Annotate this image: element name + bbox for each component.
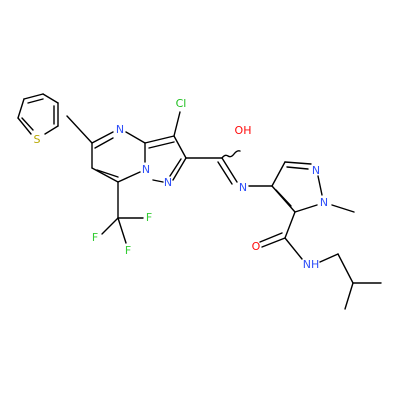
atom-label-carbonyl-oxygen: O xyxy=(252,240,261,253)
bond xyxy=(284,211,296,239)
bond xyxy=(94,137,114,149)
atom-label-ring-nitrogen-2: N xyxy=(312,164,320,177)
bond xyxy=(125,131,146,144)
atom-label-fluorine: F xyxy=(92,231,98,244)
atom-label-fluorine: F xyxy=(146,211,152,224)
bond xyxy=(217,161,233,185)
bond xyxy=(331,204,355,213)
atom-label-bridgehead-nitrogen: N xyxy=(142,163,150,176)
bond xyxy=(91,167,119,183)
bond xyxy=(172,157,187,181)
bond xyxy=(96,169,119,178)
atom-label-amidine-nitrogen: N xyxy=(239,181,247,194)
bond xyxy=(286,166,309,170)
bond xyxy=(294,204,318,213)
bond xyxy=(271,161,286,187)
atom-label-fluorine: F xyxy=(125,244,131,257)
atom-label-amide-nh: NH xyxy=(303,258,320,271)
bond xyxy=(173,111,181,137)
bond xyxy=(317,175,323,196)
bond xyxy=(117,217,127,244)
bond xyxy=(21,117,34,131)
bond xyxy=(344,282,354,310)
bond xyxy=(173,135,187,159)
bond xyxy=(101,217,119,235)
bond xyxy=(319,253,339,263)
bond xyxy=(27,98,44,104)
atom-label-pyrimidine-nitrogen: N xyxy=(116,123,124,136)
atom-label-sulfur: S xyxy=(34,133,41,146)
bond xyxy=(66,115,93,144)
atom-label-hydroxyl: OH xyxy=(235,124,252,137)
bond xyxy=(284,237,303,260)
bond xyxy=(337,253,354,284)
bond xyxy=(42,93,59,104)
bond xyxy=(261,237,286,248)
bond xyxy=(284,161,312,165)
bond xyxy=(17,98,25,119)
bond xyxy=(17,117,32,135)
atom-label-pyrazole-nitrogen: N xyxy=(164,176,172,189)
bond xyxy=(44,125,59,135)
bond xyxy=(148,141,175,149)
bond xyxy=(221,150,241,159)
bonds xyxy=(17,93,382,310)
bond xyxy=(221,157,238,183)
bond xyxy=(169,158,182,177)
atom-labels: Cl N OH S N N N N N F F F O NH xyxy=(34,97,329,271)
bond xyxy=(23,93,44,100)
bond xyxy=(117,171,141,183)
atom-label-methyl-nitrogen: N xyxy=(320,196,328,209)
bond xyxy=(144,135,175,144)
bond xyxy=(275,189,292,207)
bond xyxy=(259,232,283,243)
bond xyxy=(152,179,164,183)
atom-label-chlorine: Cl xyxy=(176,97,187,110)
bond xyxy=(91,131,114,144)
